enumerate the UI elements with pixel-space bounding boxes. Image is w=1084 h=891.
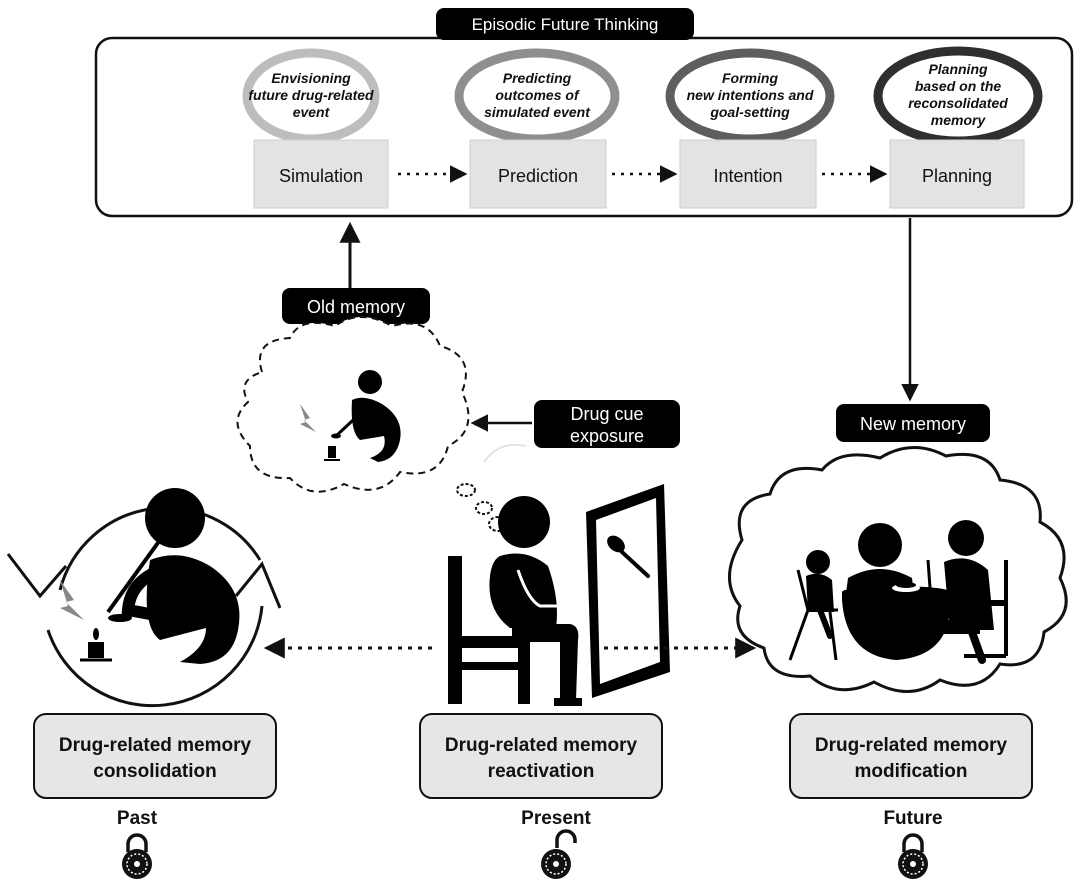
future-cloud (728, 446, 1068, 693)
drug-cue-label-1: Drug cue (570, 404, 643, 424)
oval-text-intention-2: new intentions and (687, 87, 814, 103)
oval-ring-simulation (242, 48, 380, 144)
oval-text-prediction-3: simulated event (484, 104, 591, 120)
eft-title-box (436, 8, 694, 40)
thought-dot-1 (456, 483, 476, 497)
oval-prediction: Predicting outcomes of simulated event (454, 48, 620, 144)
oval-simulation: Envisioning future drug-related event (242, 48, 380, 144)
oval-text-planning-1: Planning (928, 61, 988, 77)
drug-cue-tag (534, 400, 680, 448)
stage-consolidation-line2: consolidation (93, 761, 217, 782)
faint-bubble-line (483, 444, 527, 463)
step-box-prediction (469, 139, 607, 209)
stage-modification-line2: modification (855, 761, 968, 782)
eft-title: Episodic Future Thinking (472, 15, 659, 34)
present-person-icon (489, 496, 582, 706)
oval-ring-intention (665, 48, 835, 144)
oval-text-planning-2: based on the (915, 78, 1002, 94)
thought-dot-2 (475, 501, 493, 515)
oval-planning: Planning based on the reconsolidated mem… (873, 46, 1043, 146)
oval-text-prediction-1: Predicting (503, 70, 572, 86)
oval-text-planning-4: memory (931, 112, 987, 128)
step-label-simulation: Simulation (279, 166, 363, 186)
stage-modification-line1: Drug-related memory (815, 735, 1008, 756)
old-memory-label: Old memory (307, 297, 405, 317)
oval-text-simulation-2: future drug-related (248, 87, 374, 103)
oval-text-planning-3: reconsolidated (908, 95, 1008, 111)
stage-box-consolidation (33, 713, 277, 799)
oval-text-prediction-2: outcomes of (495, 87, 580, 103)
oval-text-simulation-1: Envisioning (271, 70, 351, 86)
oval-text-intention-3: goal-setting (709, 104, 790, 120)
time-label-future: Future (883, 808, 942, 829)
oval-text-simulation-3: event (293, 104, 331, 120)
locked-padlock-icon-future (898, 833, 928, 879)
oval-ring-prediction (454, 48, 620, 144)
time-label-past: Past (117, 808, 158, 829)
stage-box-modification (789, 713, 1033, 799)
old-memory-lightning-icon (300, 404, 316, 432)
locked-padlock-icon-past (122, 833, 152, 879)
unlocked-padlock-icon-present (541, 829, 577, 879)
stage-reactivation-line2: reactivation (488, 761, 595, 782)
step-label-intention: Intention (713, 166, 782, 186)
time-label-present: Present (521, 808, 591, 829)
step-box-simulation (253, 139, 389, 209)
old-memory-tag (282, 288, 430, 324)
mirror-icon (586, 484, 670, 698)
drug-cue-label-2: exposure (570, 426, 644, 446)
family-dinner-icon (788, 520, 1008, 664)
chair-icon (448, 556, 530, 704)
old-memory-person-icon (324, 370, 401, 462)
cycle-arrowhead-right (234, 561, 282, 609)
oval-intention: Forming new intentions and goal-setting (665, 48, 835, 144)
past-lightning-icon (60, 580, 84, 620)
consolidation-cycle (6, 506, 282, 708)
spoon-icon (607, 535, 625, 553)
oval-text-intention-1: Forming (722, 70, 778, 86)
step-box-planning (889, 139, 1025, 209)
stage-consolidation-line1: Drug-related memory (59, 735, 252, 756)
cycle-arrowhead-left (6, 553, 68, 599)
step-label-planning: Planning (922, 166, 992, 186)
new-memory-tag (836, 404, 990, 442)
step-box-intention (679, 139, 817, 209)
past-person-icon (80, 488, 240, 664)
stage-box-reactivation (419, 713, 663, 799)
step-label-prediction: Prediction (498, 166, 578, 186)
stage-reactivation-line1: Drug-related memory (445, 735, 638, 756)
new-memory-label: New memory (860, 414, 966, 434)
